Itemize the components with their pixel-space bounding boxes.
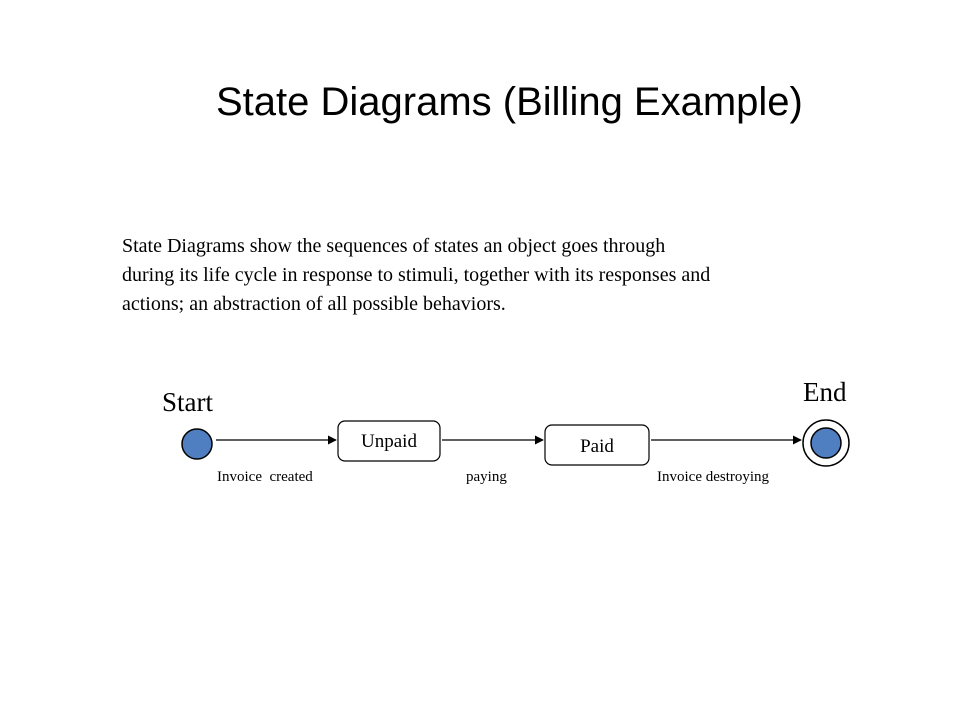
description-line-1: State Diagrams show the sequences of sta… bbox=[122, 235, 666, 257]
end-node bbox=[810, 427, 842, 459]
state-label-unpaid: Unpaid bbox=[361, 431, 417, 452]
slide-title: State Diagrams (Billing Example) bbox=[216, 80, 803, 124]
state-box-paid bbox=[544, 424, 650, 466]
state-label-paid: Paid bbox=[580, 436, 614, 457]
description-line-2: during its life cycle in response to sti… bbox=[122, 264, 711, 286]
transition-label-invoice-destroying: Invoice destroying bbox=[657, 469, 770, 485]
state-box-unpaid bbox=[337, 420, 441, 462]
end-label: End bbox=[803, 377, 847, 407]
transition-label-invoice-created: Invoice created bbox=[217, 469, 313, 485]
start-node bbox=[181, 428, 213, 460]
transition-label-paying: paying bbox=[466, 469, 507, 485]
start-label: Start bbox=[162, 387, 213, 417]
description-text: State Diagrams show the sequences of sta… bbox=[122, 232, 862, 319]
description-line-3: actions; an abstraction of all possible … bbox=[122, 293, 506, 315]
